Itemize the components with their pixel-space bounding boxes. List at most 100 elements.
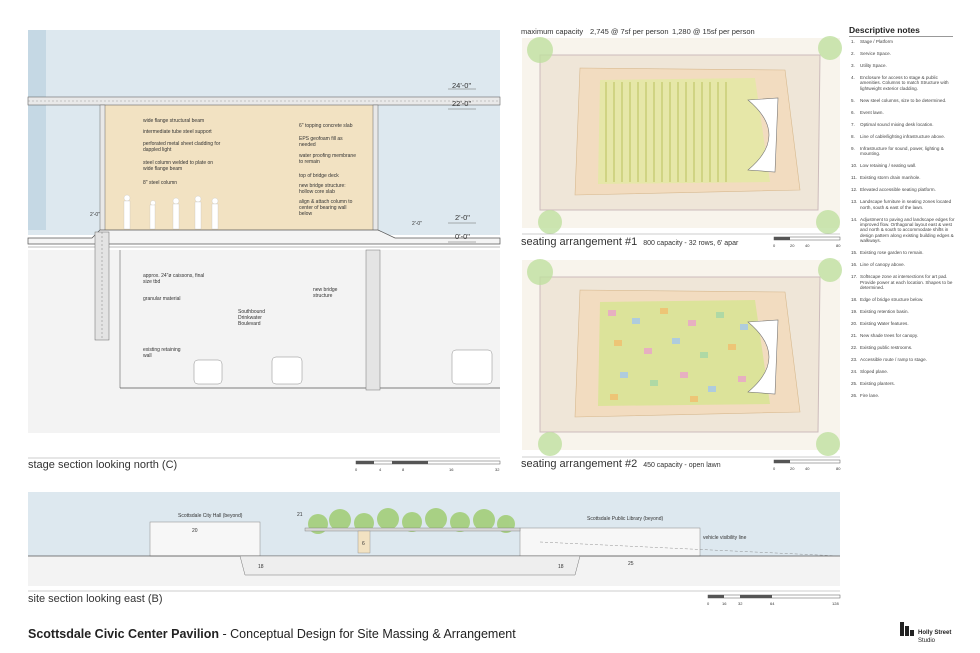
note-text: Landscape furniture in seating zones loc… xyxy=(860,199,952,210)
annotation-label: intermediate tube steel support xyxy=(143,129,212,135)
annotation-label: approx. 24"ø caissons, final size tbd xyxy=(143,273,205,285)
note-item: 18.Edge of bridge structure below. xyxy=(851,297,955,302)
site-section-drawing xyxy=(28,492,841,599)
site-tag: 25 xyxy=(628,561,634,567)
seating-2-title: seating arrangement #2 xyxy=(521,458,638,470)
seating-1-caption: seating arrangement #1 800 capacity - 32 … xyxy=(521,236,738,248)
annotation-label: new bridge structure: hollow core slab xyxy=(299,183,346,195)
steel-column-left xyxy=(99,104,106,234)
note-number: 10. xyxy=(851,163,858,169)
note-item: 4. Enclosure for access to stage & public… xyxy=(851,75,955,91)
note-text: Enclosure for access to stage & public a… xyxy=(860,75,949,91)
site-tag: 20 xyxy=(192,528,198,534)
note-text: Optimal sound mixing desk location. xyxy=(860,121,934,127)
note-item: 8.Line of cable/lighting infrastructure … xyxy=(851,134,955,139)
note-item: 9.Infrastructure for sound, power, light… xyxy=(851,146,955,157)
scale-number: 80 xyxy=(836,243,841,248)
note-text: Softscape zone at intersections for art … xyxy=(860,274,953,291)
note-number: 19. xyxy=(851,309,858,315)
capacity-label: maximum capacity xyxy=(521,27,584,36)
cars xyxy=(193,349,493,385)
scale-number: 40 xyxy=(805,243,810,248)
note-text: Utility Space. xyxy=(860,63,887,68)
note-number: 24. xyxy=(851,369,858,375)
note-item: 6. Event lawn. xyxy=(851,110,955,115)
people-silhouettes xyxy=(123,194,219,230)
note-number: 4. xyxy=(851,75,855,80)
stage-scale-bar xyxy=(355,460,501,465)
seating-1-subtitle: 800 capacity - 32 rows, 6' apar xyxy=(643,240,739,247)
page-title: Scottsdale Civic Center Pavilion - Conce… xyxy=(28,627,516,641)
scale-number: 4 xyxy=(379,467,382,472)
note-number: 23. xyxy=(851,357,858,363)
annotation-label: new bridge structure xyxy=(313,287,338,299)
note-item: 22.Existing public restrooms. xyxy=(851,345,955,350)
note-text: New shade trees for canopy. xyxy=(860,333,919,339)
note-text: Accessible route / ramp to stage. xyxy=(860,357,927,363)
seating-plan-1-drawing xyxy=(522,36,842,241)
note-text: Existing Water features. xyxy=(860,321,909,327)
annotation-label: 6" topping concrete slab xyxy=(299,123,353,129)
scale-number: 0 xyxy=(773,466,776,471)
notes-divider xyxy=(849,36,953,37)
scale-number: 128 xyxy=(832,601,839,606)
note-number: 21. xyxy=(851,333,858,339)
scale-number: 64 xyxy=(770,601,775,606)
note-number: 9. xyxy=(851,145,855,151)
note-text: Edge of bridge structure below. xyxy=(860,297,924,303)
site-label: Scottsdale City Hall (beyond) xyxy=(178,513,243,519)
scale-number: 80 xyxy=(836,466,841,471)
note-text: New steel columns, size to be determined… xyxy=(860,97,947,103)
note-text: Line of canopy above. xyxy=(860,262,905,268)
annotation-label: existing retaining wall xyxy=(143,347,181,359)
note-text: Existing public restrooms. xyxy=(860,345,913,351)
note-item: 20.Existing Water features. xyxy=(851,321,955,326)
note-text: Existing rose garden to remain. xyxy=(860,250,924,256)
seating-1-title: seating arrangement #1 xyxy=(521,236,638,248)
elevation-label: 0'-0" xyxy=(455,232,470,241)
note-number: 6. xyxy=(851,109,855,115)
annotation-label: top of bridge deck xyxy=(299,173,339,179)
elevation-label: 24'-0" xyxy=(452,81,472,90)
stage-section-caption: stage section looking north (C) xyxy=(28,459,178,471)
stage-section-infill xyxy=(100,102,378,232)
annotation-label: steel column welded to plate on wide fla… xyxy=(143,160,214,172)
elevation-label: 2'-0" xyxy=(455,213,470,222)
note-number: 1. xyxy=(851,39,855,44)
note-number: 25. xyxy=(851,381,858,387)
note-text: Sloped plane. xyxy=(860,369,889,375)
site-tag: 18 xyxy=(558,564,564,570)
notes-title: Descriptive notes xyxy=(849,25,920,35)
firm-subtitle: Studio xyxy=(918,638,936,644)
note-number: 12. xyxy=(851,187,858,193)
steel-column-right xyxy=(372,104,379,234)
annotation-label: wide flange structural beam xyxy=(143,118,205,124)
annotation-label: perforated metal sheet cladding for dapp… xyxy=(143,141,221,153)
note-item: 5.New steel columns, size to be determin… xyxy=(851,98,955,103)
note-item: 10.Low retaining / seating wall. xyxy=(851,163,955,168)
note-number: 7. xyxy=(851,121,855,127)
annotation-label: 8" steel column xyxy=(143,180,178,186)
note-number: 13. xyxy=(851,199,858,205)
elevation-markers xyxy=(448,88,476,243)
scale-number: 8 xyxy=(402,467,405,472)
note-item: 15.Existing rose garden to remain. xyxy=(851,250,955,255)
site-tag: 21 xyxy=(297,512,303,518)
scale-number: 40 xyxy=(805,466,810,471)
note-text: Event lawn. xyxy=(860,109,884,115)
elevation-label: 22'-0" xyxy=(452,99,472,108)
dimension-label: 2'-0" xyxy=(412,221,422,227)
stage-section-tree-left xyxy=(28,30,46,230)
note-item: 12.Elevated accessible seating platform. xyxy=(851,187,955,192)
note-item: 2.Service Space. xyxy=(851,51,955,56)
annotation-label: granular material xyxy=(143,296,181,302)
capacity-value-15sf: 1,280 @ 15sf per person xyxy=(672,27,755,36)
note-number: 16. xyxy=(851,262,858,268)
dimension-label: 2'-0" xyxy=(90,212,100,218)
holly-street-logo-icon xyxy=(900,622,914,636)
note-number: 26. xyxy=(851,393,858,399)
firm-name: Holly Street xyxy=(918,630,952,636)
scale-number: 0 xyxy=(355,467,358,472)
